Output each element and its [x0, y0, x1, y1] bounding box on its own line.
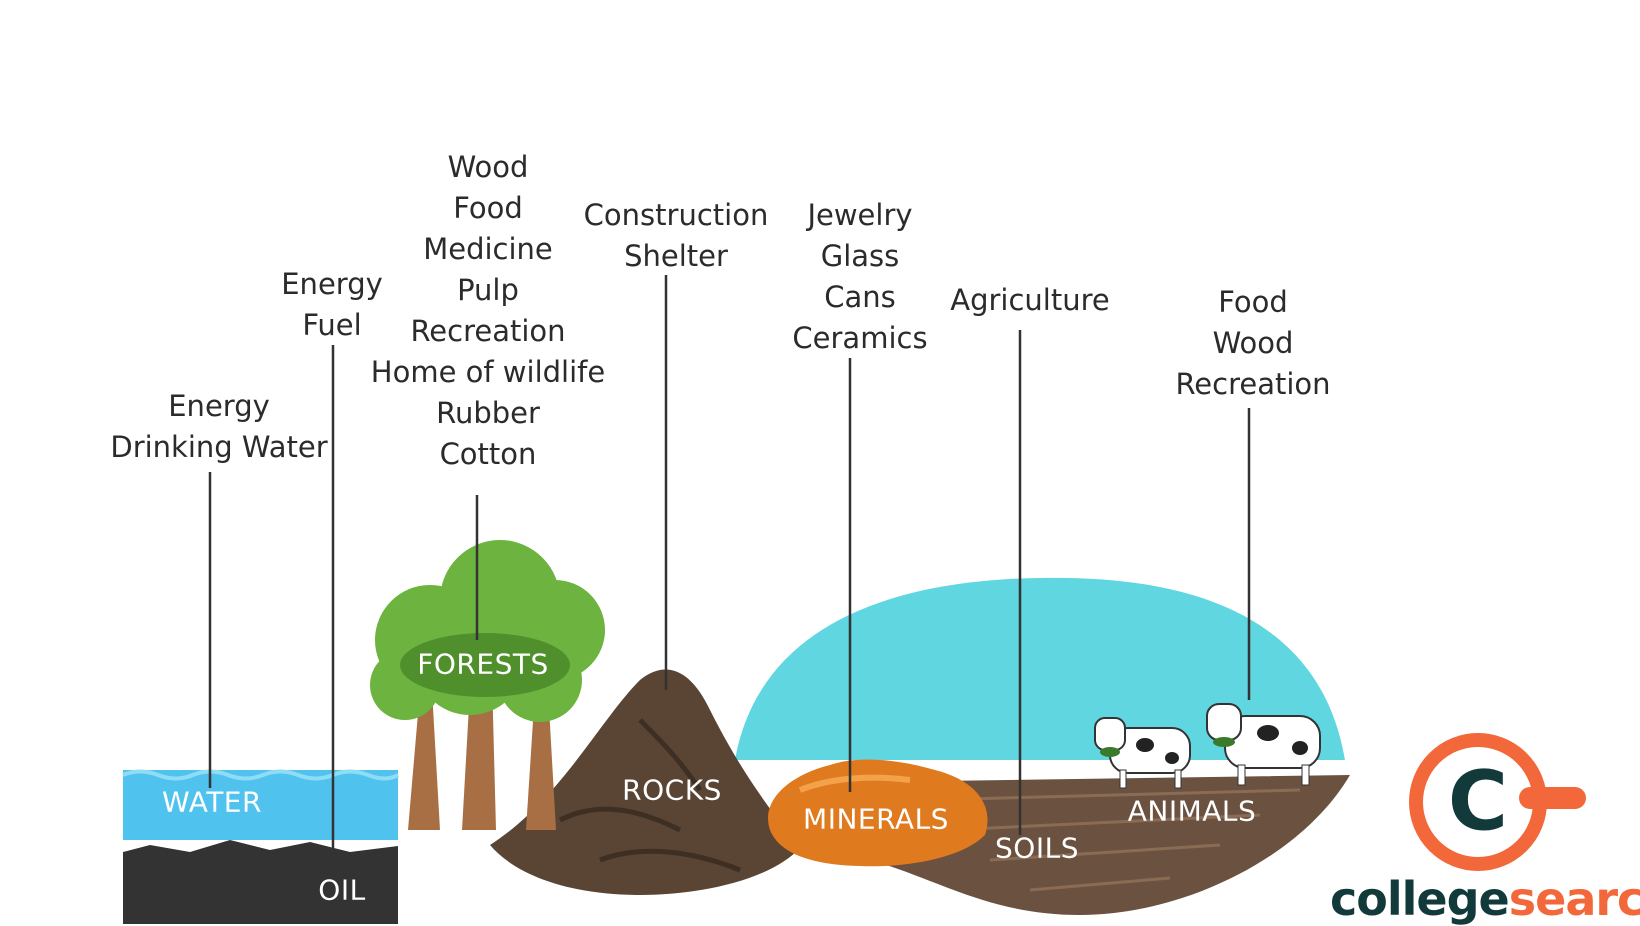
brand-part-search: search [1509, 872, 1640, 926]
cow-1 [1095, 718, 1190, 788]
cow-2 [1207, 704, 1320, 785]
brand-part-college: college [1330, 872, 1509, 926]
resource-forests: FORESTS [417, 648, 548, 681]
resource-minerals: MINERALS [803, 803, 949, 836]
resource-water: WATER [162, 786, 262, 819]
resource-soils: SOILS [995, 832, 1079, 865]
resource-rocks: ROCKS [622, 774, 722, 807]
resource-oil: OIL [318, 874, 365, 907]
logo-letter: C [1448, 755, 1508, 850]
soil-uses: Agriculture [950, 280, 1110, 321]
resource-animals: ANIMALS [1128, 795, 1257, 828]
brand-wordmark: collegesearch [1330, 872, 1640, 926]
